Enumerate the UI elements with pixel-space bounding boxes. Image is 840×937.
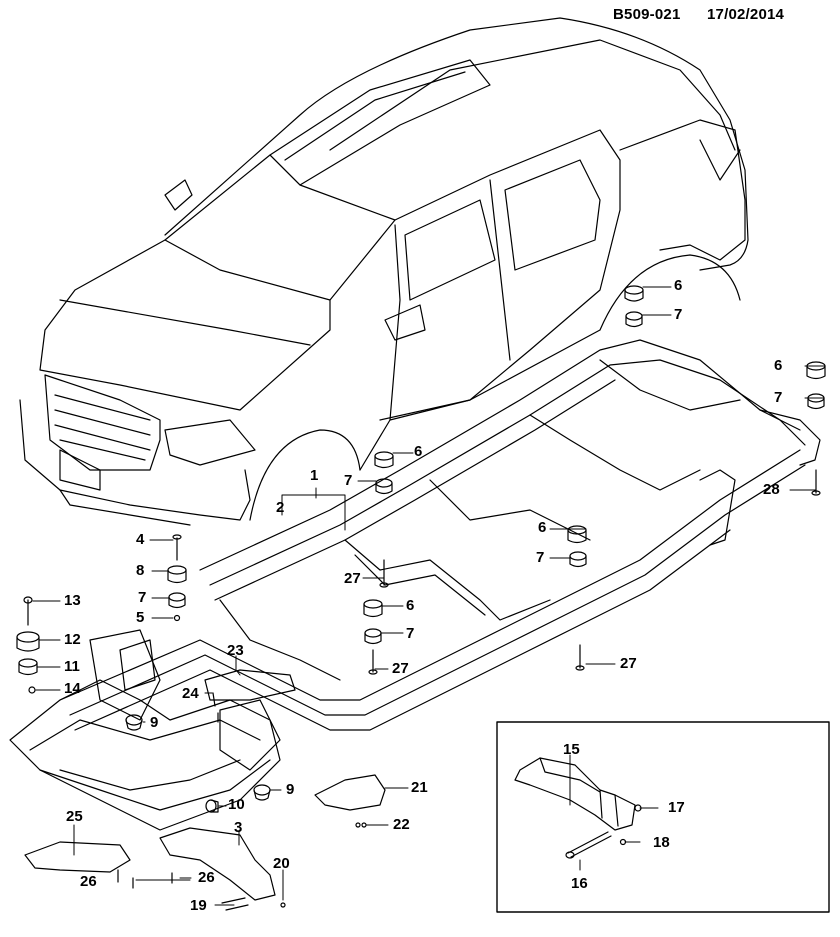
callout-12: 12 bbox=[64, 631, 81, 648]
callout-6a: 6 bbox=[674, 277, 683, 294]
chassis-frame-outline bbox=[9, 339, 821, 831]
callout-28: 28 bbox=[763, 481, 780, 498]
mount-components bbox=[16, 285, 826, 911]
callout-22: 22 bbox=[393, 816, 410, 833]
callout-24: 24 bbox=[182, 685, 199, 702]
callout-18: 18 bbox=[653, 834, 670, 851]
callout-7b: 7 bbox=[774, 389, 783, 406]
callout-3: 3 bbox=[234, 819, 243, 836]
callout-9a: 9 bbox=[150, 714, 159, 731]
callout-7d: 7 bbox=[536, 549, 545, 566]
callout-4: 4 bbox=[136, 531, 145, 548]
transmission-support-drawing bbox=[514, 757, 642, 859]
callout-7e: 7 bbox=[406, 625, 415, 642]
callout-10: 10 bbox=[228, 796, 245, 813]
callout-27b: 27 bbox=[392, 660, 409, 677]
callout-9b: 9 bbox=[286, 781, 295, 798]
callout-11: 11 bbox=[64, 658, 80, 675]
callout-8: 8 bbox=[136, 562, 145, 579]
callout-27a: 27 bbox=[344, 570, 361, 587]
callout-7a: 7 bbox=[674, 306, 683, 323]
callout-21: 21 bbox=[411, 779, 428, 796]
callout-6b: 6 bbox=[774, 357, 783, 374]
diagram-code: B509-021 bbox=[613, 6, 681, 23]
callout-2: 2 bbox=[276, 499, 285, 516]
vehicle-body-outline bbox=[19, 17, 749, 526]
callout-7c: 7 bbox=[344, 472, 353, 489]
callout-1: 1 bbox=[310, 467, 319, 484]
callout-leader-lines bbox=[32, 286, 826, 906]
diagram-date: 17/02/2014 bbox=[707, 6, 785, 23]
callout-14: 14 bbox=[64, 680, 81, 697]
inset-panel bbox=[496, 721, 830, 913]
callout-7f: 7 bbox=[138, 589, 147, 606]
callout-6e: 6 bbox=[406, 597, 415, 614]
callout-5: 5 bbox=[136, 609, 145, 626]
callout-17: 17 bbox=[668, 799, 685, 816]
callout-15: 15 bbox=[563, 741, 580, 758]
callout-6d: 6 bbox=[538, 519, 547, 536]
callout-19: 19 bbox=[190, 897, 207, 914]
callout-16: 16 bbox=[571, 875, 588, 892]
callout-25: 25 bbox=[66, 808, 83, 825]
callout-26b: 26 bbox=[198, 869, 215, 886]
callout-13: 13 bbox=[64, 592, 81, 609]
callout-20: 20 bbox=[273, 855, 290, 872]
callout-27c: 27 bbox=[620, 655, 637, 672]
callout-23: 23 bbox=[227, 642, 244, 659]
callout-26a: 26 bbox=[80, 873, 97, 890]
callout-6c: 6 bbox=[414, 443, 423, 460]
